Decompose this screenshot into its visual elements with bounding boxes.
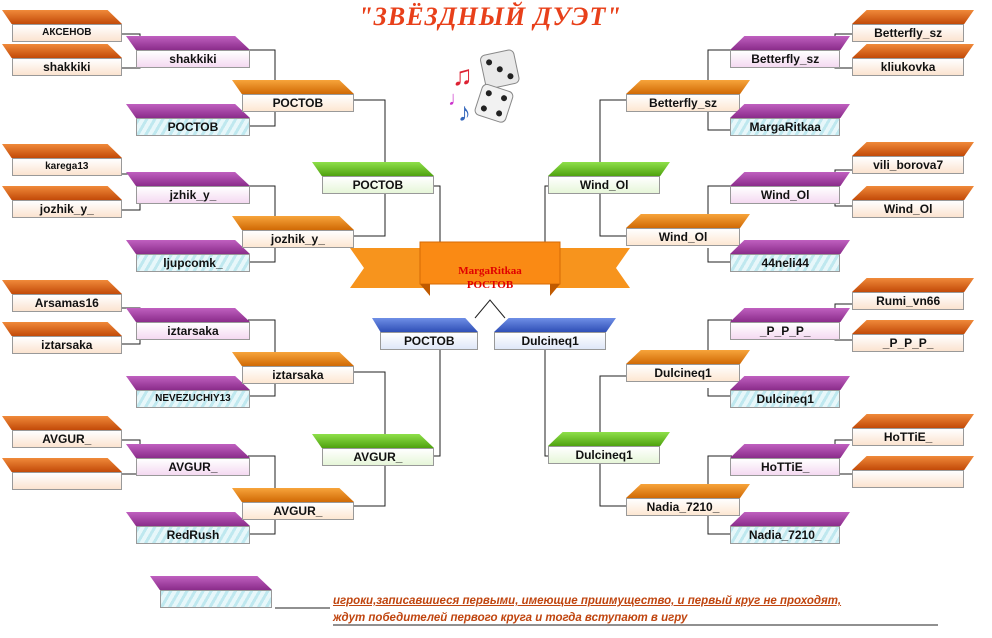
right-r1-slot-2: kliukovka (852, 44, 974, 78)
left-r2-slot-7: AVGUR_ (126, 444, 250, 478)
right-r2-slot-2: MargaRitkaa (730, 104, 850, 138)
winner-city: РОСТОВ (466, 279, 514, 291)
right-r1-slot-5: Rumi_vn66 (852, 278, 974, 312)
svg-text:♪: ♪ (458, 97, 471, 127)
left-r2-slot-6: NEVEZUCHIY13 (126, 376, 250, 410)
legend-swatch (150, 576, 272, 612)
right-r1-slot-8 (852, 456, 974, 490)
dice-music-logo: ♫ ♪ ♩ (448, 49, 520, 127)
right-r2-slot-1: Betterfly_sz (730, 36, 850, 70)
left-r1-slot-4: jozhik_y_ (2, 186, 122, 220)
svg-text:♫: ♫ (452, 60, 473, 91)
right-r3-slot-1: Betterfly_sz (626, 80, 750, 114)
left-r1-slot-6: iztarsaka (2, 322, 122, 356)
right-r2-slot-6: Dulcineq1 (730, 376, 850, 410)
left-r1-slot-7: AVGUR_ (2, 416, 122, 450)
left-r3-slot-2: jozhik_y_ (232, 216, 354, 250)
right-r1-slot-3: vili_borova7 (852, 142, 974, 176)
legend-note-line-1: игроки,записавшиеся первыми, имеющие при… (333, 595, 842, 607)
right-r1-slot-6: _P_P_P_ (852, 320, 974, 354)
left-semifinal: РОСТОВ (372, 318, 478, 354)
right-r2-slot-3: Wind_Ol (730, 172, 850, 206)
winner-label: MargaRitkaa РОСТОВ (420, 264, 560, 292)
left-r2-slot-4: ljupcomk_ (126, 240, 250, 274)
right-semifinal: Dulcineq1 (494, 318, 616, 354)
left-r1-slot-1: АКСЕНОВ (2, 10, 122, 44)
right-r4-slot-1: Wind_Ol (548, 162, 670, 198)
left-r1-slot-5: Arsamas16 (2, 280, 122, 314)
left-r1-slot-2: shakkiki (2, 44, 122, 78)
left-r2-slot-8: RedRush (126, 512, 250, 546)
left-r3-slot-1: РОСТОВ (232, 80, 354, 114)
left-r4-slot-2: AVGUR_ (312, 434, 434, 470)
winner-banner (350, 241, 630, 296)
page-title: "ЗВЁЗДНЫЙ ДУЭТ" (358, 2, 622, 31)
right-r2-slot-4: 44neli44 (730, 240, 850, 274)
right-r1-slot-4: Wind_Ol (852, 186, 974, 220)
left-r2-slot-1: shakkiki (126, 36, 250, 70)
left-r4-slot-1: РОСТОВ (312, 162, 434, 198)
left-r1-slot-8 (2, 458, 122, 492)
right-r2-slot-7: HoTTiE_ (730, 444, 850, 478)
right-r2-slot-5: _P_P_P_ (730, 308, 850, 342)
right-r3-slot-4: Nadia_7210_ (626, 484, 750, 518)
right-r4-slot-2: Dulcineq1 (548, 432, 670, 468)
right-r3-slot-3: Dulcineq1 (626, 350, 750, 384)
left-r2-slot-5: iztarsaka (126, 308, 250, 342)
winner-name: MargaRitkaa (458, 265, 522, 277)
left-r2-slot-2: РОСТОВ (126, 104, 250, 138)
right-r1-slot-7: HoTTiE_ (852, 414, 974, 448)
svg-text:♩: ♩ (448, 88, 468, 110)
left-r3-slot-4: AVGUR_ (232, 488, 354, 522)
right-r1-slot-1: Betterfly_sz (852, 10, 974, 44)
legend-note-line-2: ждут победителей первого круга и тогда в… (333, 612, 688, 624)
right-r2-slot-8: Nadia_7210_ (730, 512, 850, 546)
right-r3-slot-2: Wind_Ol (626, 214, 750, 248)
left-r2-slot-3: jzhik_y_ (126, 172, 250, 206)
left-r1-slot-3: karega13 (2, 144, 122, 178)
left-r3-slot-3: iztarsaka (232, 352, 354, 386)
